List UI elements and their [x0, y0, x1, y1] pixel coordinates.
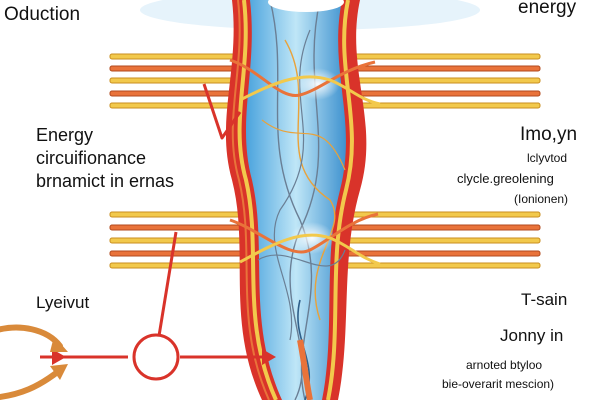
right-title: Imo,yn	[520, 124, 578, 145]
connector-line	[156, 231, 178, 343]
return-arrow-icon	[50, 336, 68, 352]
cable-twist	[229, 212, 379, 254]
bottom-right-title: T-sain	[521, 290, 568, 309]
vessel-highlight	[268, 0, 344, 12]
right-subtitle: lclyvtod	[527, 151, 568, 165]
vessel-column	[225, 0, 367, 400]
inner-fiber	[257, 249, 346, 267]
top-left-label: Oduction	[4, 4, 81, 25]
return-arrow-icon	[0, 324, 63, 349]
left-description: Energy circuifionance brnamict in ernas	[36, 124, 174, 193]
left-description-line: circuifionance	[36, 148, 147, 168]
inner-fiber	[261, 119, 346, 171]
left-description-line: brnamict in ernas	[36, 171, 175, 191]
right-subtitle: clycle.greolening	[457, 171, 554, 186]
top-right-label: energy	[518, 0, 577, 18]
bottom-right-subtitle: Jonny in	[500, 326, 564, 345]
bottom-right-note: bie-overarit mescion)	[442, 377, 555, 391]
vessel-yellow-edge-left	[237, 0, 278, 400]
vessel-yellow-edge-right	[326, 0, 354, 400]
red-hook-line	[202, 83, 242, 140]
flow-arrow-icon	[52, 349, 66, 365]
right-subtitle: (Ionionen)	[514, 192, 569, 206]
vessel-blue-core	[246, 0, 346, 400]
vessel-orange-segment	[297, 339, 313, 400]
junction-circle-icon	[132, 333, 180, 381]
flow-connector	[40, 231, 276, 381]
vessel-highlight	[290, 222, 334, 254]
return-arrow-icon	[0, 367, 63, 400]
return-arrows	[0, 324, 68, 400]
left-description-line: Energy	[36, 125, 94, 145]
bottom-right-note: arnoted btyloo	[466, 358, 543, 372]
cable-twist	[229, 58, 376, 97]
cable-twist	[239, 233, 381, 266]
cable-twist	[239, 75, 381, 106]
cable-twists	[229, 58, 381, 266]
flow-arrow-icon	[262, 349, 276, 365]
return-arrow-icon	[50, 364, 68, 380]
bottom-left-label: Lyeivut	[36, 293, 90, 312]
